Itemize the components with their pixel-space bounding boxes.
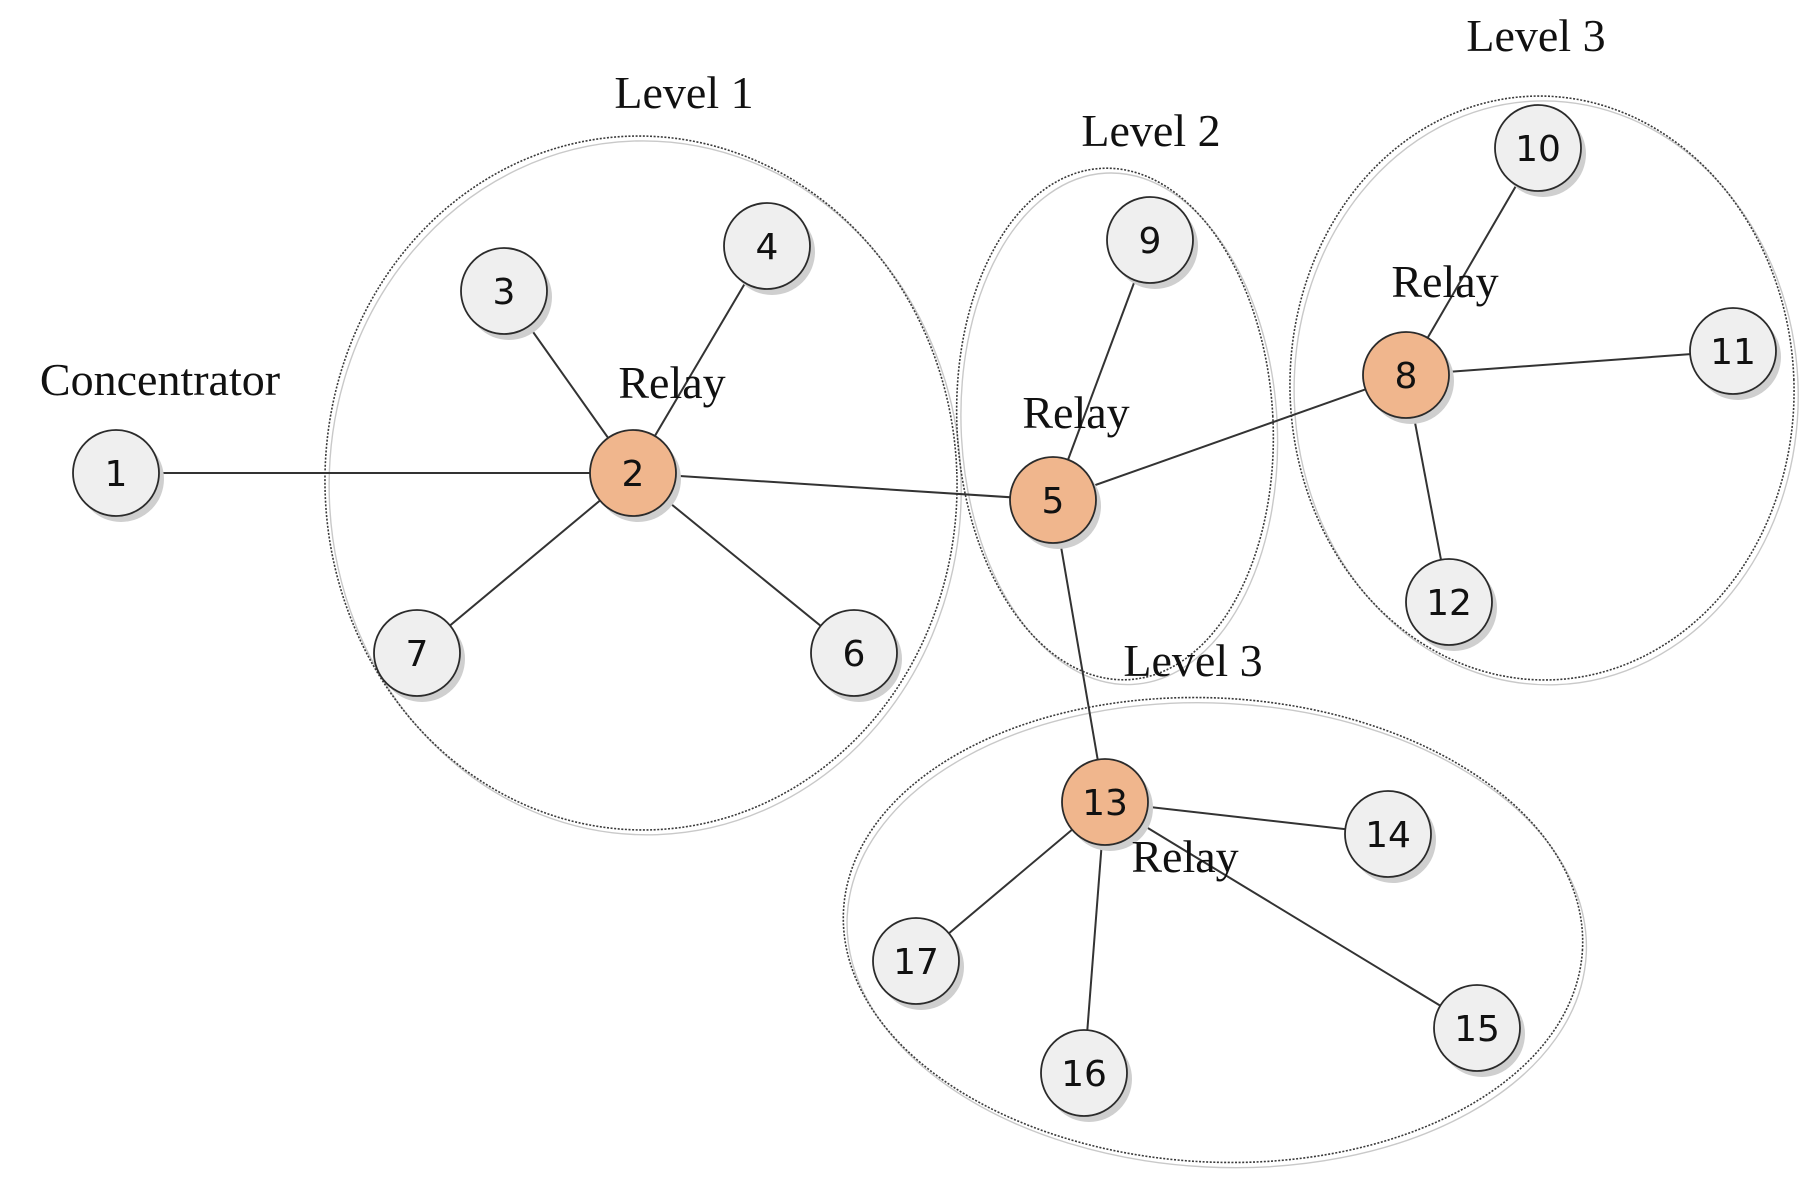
relay-node-13: 13	[1061, 758, 1153, 851]
edge-5-8	[1052, 374, 1407, 501]
cluster-level-3-lower-shadow	[846, 702, 1588, 1169]
label-relay-2: Relay	[618, 357, 725, 408]
label-relay-8: Relay	[1391, 256, 1498, 307]
node-label: 11	[1710, 332, 1756, 373]
node-label: 9	[1139, 221, 1162, 262]
label-level-3-lower: Level 3	[1123, 635, 1262, 686]
label-relay-13: Relay	[1131, 831, 1238, 882]
node-circle	[1040, 1029, 1128, 1117]
node-7: 7	[373, 609, 465, 702]
node-circle	[1061, 758, 1149, 846]
relay-node-5: 5	[1009, 456, 1101, 549]
relay-node-8: 8	[1362, 331, 1454, 424]
node-label: 4	[756, 227, 779, 268]
node-circle	[72, 429, 160, 517]
edge-8-11	[1405, 350, 1734, 376]
label-relay-5: Relay	[1022, 387, 1129, 438]
node-circle	[589, 429, 677, 517]
node-circle	[1344, 790, 1432, 878]
node-label: 12	[1426, 583, 1472, 624]
node-label: 15	[1454, 1009, 1500, 1050]
cluster-level-2	[955, 167, 1275, 681]
node-label: 7	[406, 634, 429, 675]
label-level-1: Level 1	[614, 67, 753, 118]
cluster-level-3-upper	[1289, 95, 1795, 681]
node-label: 2	[622, 454, 645, 495]
node-circle	[1106, 196, 1194, 284]
node-3: 3	[460, 247, 552, 340]
node-circle	[1362, 331, 1450, 419]
relay-node-2: 2	[589, 429, 681, 522]
labels: Concentrator Level 1 Level 2 Level 3 Level 3…	[40, 10, 1606, 882]
node-circle	[723, 202, 811, 290]
label-concentrator: Concentrator	[40, 354, 280, 405]
node-1: 1	[72, 429, 164, 522]
node-circle	[373, 609, 461, 697]
node-label: 13	[1082, 783, 1128, 824]
node-10: 10	[1494, 104, 1586, 197]
node-circle	[1494, 104, 1582, 192]
edge-2-7	[416, 472, 634, 654]
node-label: 6	[843, 634, 866, 675]
cluster-level-3-lower	[842, 696, 1584, 1164]
node-label: 1	[105, 454, 128, 495]
label-level-2: Level 2	[1081, 105, 1220, 156]
node-17: 17	[872, 917, 964, 1010]
edge-2-5	[632, 472, 1054, 501]
node-circle	[1405, 558, 1493, 646]
cluster-level-3-upper-shadow	[1293, 100, 1799, 686]
clusters	[324, 95, 1799, 1169]
node-circle	[1433, 984, 1521, 1072]
node-circle	[1689, 307, 1777, 395]
edge-5-13	[1052, 499, 1106, 803]
cluster-level-1	[324, 135, 958, 831]
edge-13-15	[1104, 801, 1478, 1029]
node-label: 3	[493, 272, 516, 313]
node-15: 15	[1433, 984, 1525, 1077]
node-circle	[810, 609, 898, 697]
node-6: 6	[810, 609, 902, 702]
node-4: 4	[723, 202, 815, 295]
node-16: 16	[1040, 1029, 1132, 1122]
cluster-level-1-shadow	[328, 140, 962, 836]
node-label: 5	[1042, 481, 1065, 522]
node-label: 10	[1515, 129, 1561, 170]
node-circle	[460, 247, 548, 335]
node-12: 12	[1405, 558, 1497, 651]
node-circle	[872, 917, 960, 1005]
node-label: 8	[1395, 356, 1418, 397]
node-14: 14	[1344, 790, 1436, 883]
node-label: 16	[1061, 1054, 1107, 1095]
node-11: 11	[1689, 307, 1781, 400]
node-9: 9	[1106, 196, 1198, 289]
node-label: 14	[1365, 815, 1411, 856]
node-circle	[1009, 456, 1097, 544]
node-label: 17	[893, 942, 939, 983]
label-level-3-upper: Level 3	[1466, 10, 1605, 61]
